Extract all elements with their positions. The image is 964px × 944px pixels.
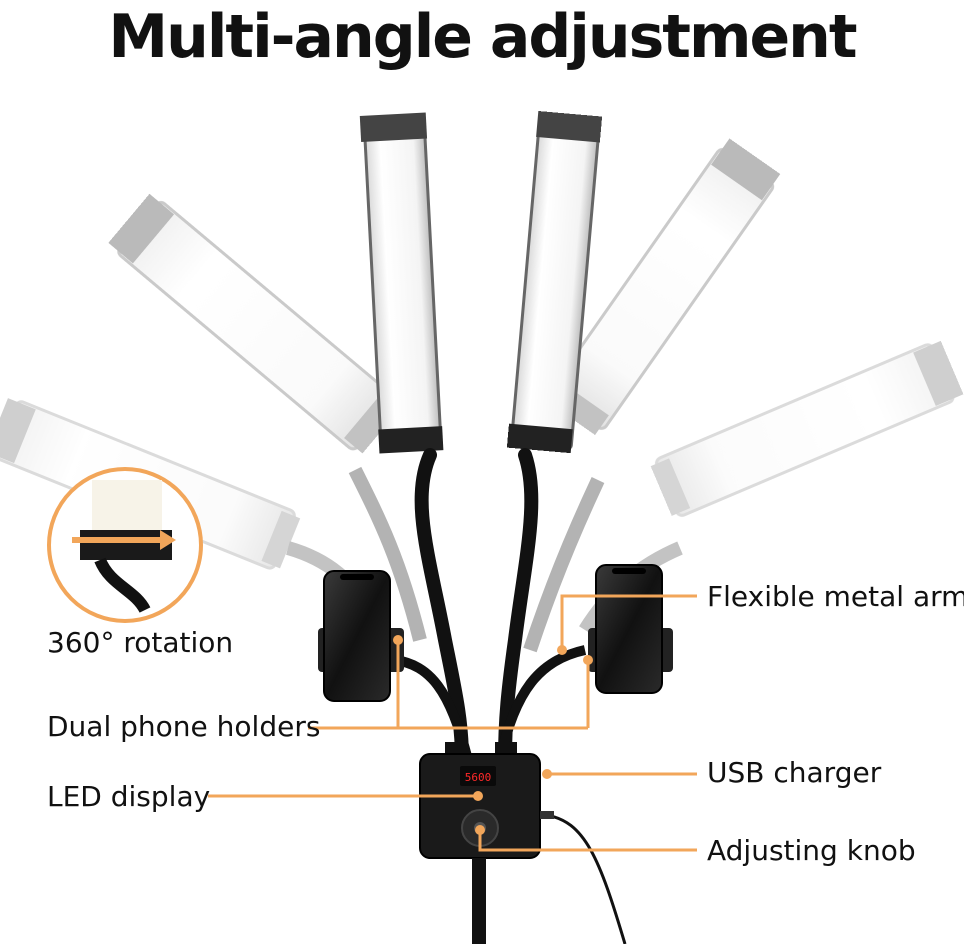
callout-dots — [393, 635, 593, 835]
label-usb-charger: USB charger — [707, 756, 882, 789]
page-title: Multi-angle adjustment — [108, 2, 857, 72]
label-led-display: LED display — [47, 780, 211, 813]
stand-pole — [472, 858, 486, 944]
label-360-rotation: 360° rotation — [47, 626, 234, 659]
callout-lines — [208, 594, 697, 852]
usb-cable — [544, 813, 627, 944]
ghost-lamp-left-mid — [108, 193, 427, 642]
led-readout: 5600 — [465, 771, 492, 784]
phone-left — [318, 570, 404, 702]
label-flexible-metal-arm: Flexible metal arm — [707, 580, 964, 613]
ghost-lamp-right-low — [579, 340, 964, 634]
label-dual-phone-holders: Dual phone holders — [47, 710, 321, 743]
phone-right — [588, 564, 673, 694]
main-lamp-left — [359, 112, 469, 767]
rotation-inset — [47, 467, 203, 623]
main-lamp-right — [498, 111, 603, 767]
phone-arm-left — [394, 655, 473, 762]
label-adjusting-knob: Adjusting knob — [707, 834, 916, 867]
ghost-lamp-right-mid — [523, 138, 781, 653]
phone-arm-right — [495, 645, 587, 762]
